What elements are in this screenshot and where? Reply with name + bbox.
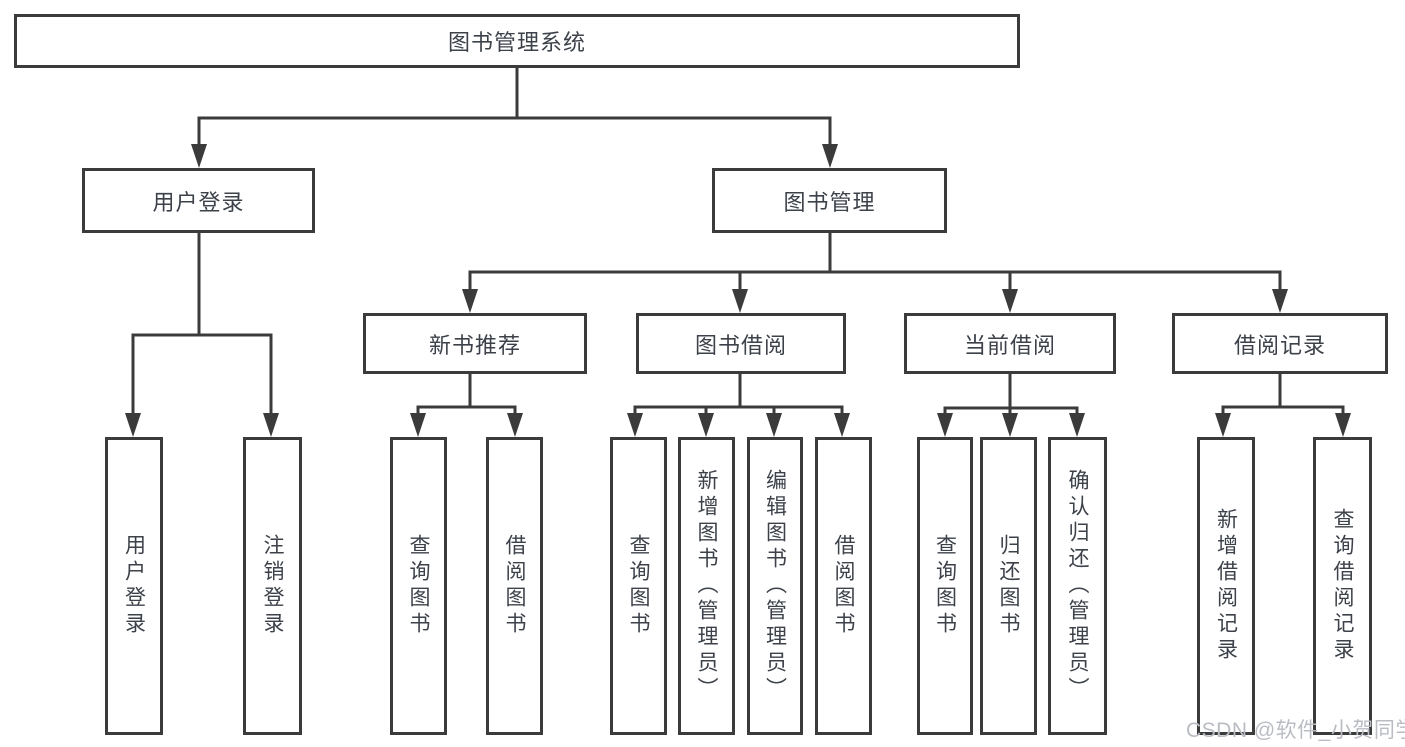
leaf-newbooks-borrow-books: 借阅图书 xyxy=(486,437,543,735)
leaf-borrow-query-books-label: 查询图书 xyxy=(627,534,650,638)
leaf-newbooks-query-books-label: 查询图书 xyxy=(407,534,430,638)
node-library-system: 图书管理系统 xyxy=(14,14,1020,68)
leaf-borrow-edit-books-admin-label: 编辑图书（管理员） xyxy=(763,469,787,703)
leaf-records-query-record-label: 查询借阅记录 xyxy=(1331,508,1354,664)
node-borrow-records: 借阅记录 xyxy=(1172,313,1388,374)
leaf-records-query-record: 查询借阅记录 xyxy=(1313,437,1372,735)
csdn-watermark: CSDN @软件_小贺同学 xyxy=(1186,719,1405,742)
leaf-current-confirm-return-admin-label: 确认归还（管理员） xyxy=(1066,469,1089,703)
leaf-borrow-borrow-books-label: 借阅图书 xyxy=(832,534,855,638)
leaf-newbooks-query-books: 查询图书 xyxy=(390,437,447,735)
leaf-current-return-books: 归还图书 xyxy=(980,437,1037,735)
leaf-logout-login: 注销登录 xyxy=(243,437,302,735)
node-current-borrow-label: 当前借阅 xyxy=(963,332,1056,358)
node-borrow-records-label: 借阅记录 xyxy=(1233,332,1326,358)
node-current-borrow: 当前借阅 xyxy=(904,313,1116,374)
leaf-records-add-record-label: 新增借阅记录 xyxy=(1214,508,1238,664)
leaf-newbooks-borrow-books-label: 借阅图书 xyxy=(503,534,526,638)
leaf-current-return-books-label: 归还图书 xyxy=(997,534,1020,638)
node-new-book-recommend-label: 新书推荐 xyxy=(428,332,521,358)
node-user-login: 用户登录 xyxy=(82,168,315,233)
node-book-management-label: 图书管理 xyxy=(783,189,876,215)
node-book-borrow-label: 图书借阅 xyxy=(694,332,787,358)
leaf-user-login: 用户登录 xyxy=(105,437,163,735)
leaf-logout-login-label: 注销登录 xyxy=(261,534,284,638)
leaf-borrow-add-books-admin: 新增图书（管理员） xyxy=(678,437,735,735)
node-book-management: 图书管理 xyxy=(712,168,947,233)
leaf-records-add-record: 新增借阅记录 xyxy=(1197,437,1255,735)
node-library-system-label: 图书管理系统 xyxy=(447,30,586,55)
leaf-borrow-borrow-books: 借阅图书 xyxy=(815,437,872,735)
node-book-borrow: 图书借阅 xyxy=(636,313,846,374)
leaf-borrow-edit-books-admin: 编辑图书（管理员） xyxy=(747,437,803,735)
leaf-borrow-query-books: 查询图书 xyxy=(610,437,667,735)
leaf-current-confirm-return-admin: 确认归还（管理员） xyxy=(1048,437,1107,735)
node-user-login-label: 用户登录 xyxy=(152,189,245,215)
leaf-borrow-add-books-admin-label: 新增图书（管理员） xyxy=(695,469,718,703)
leaf-user-login-label: 用户登录 xyxy=(122,534,146,638)
node-new-book-recommend: 新书推荐 xyxy=(363,313,587,374)
leaf-current-query-books: 查询图书 xyxy=(917,437,973,735)
leaf-current-query-books-label: 查询图书 xyxy=(933,534,957,638)
